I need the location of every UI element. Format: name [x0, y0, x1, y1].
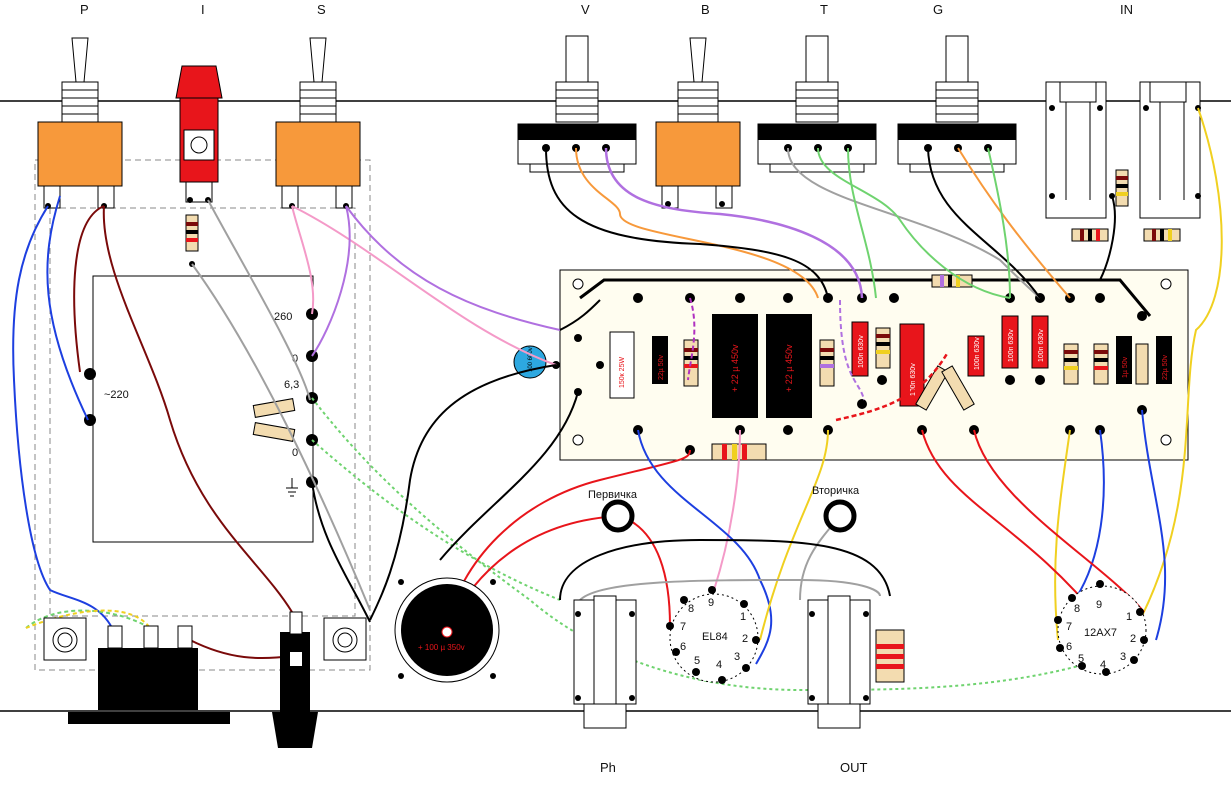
ground-symbol [286, 478, 298, 497]
film-cap-4-label: 100n 630v [1008, 329, 1015, 362]
film-cap-4 [1001, 315, 1019, 369]
label-g: G [933, 2, 943, 17]
el84-pin5: 5 [694, 655, 700, 667]
label-v: V [581, 2, 590, 17]
ax7-pin8: 8 [1074, 603, 1080, 615]
filter-cap-2-label: + 22 µ 450v [784, 344, 794, 392]
ground-lug-right [323, 617, 367, 661]
gain-pot[interactable] [897, 35, 1017, 173]
ground-lug-left [43, 617, 87, 661]
ax7-pin4: 4 [1100, 659, 1106, 671]
film-cap-3 [967, 335, 985, 377]
tap-0a-label: 0 [292, 353, 298, 365]
indicator-lamp [175, 65, 223, 267]
label-t: T [820, 2, 828, 17]
ax7-pin6: 6 [1066, 641, 1072, 653]
mains-label: ~220 [104, 389, 129, 401]
cap-1u-label: 1µ 50v [1122, 356, 1129, 378]
label-b: B [701, 2, 710, 17]
fuse-holder[interactable] [272, 611, 318, 748]
cap-1u [1116, 336, 1132, 384]
film-cap-5-label: 100n 630v [1038, 329, 1045, 362]
resistor-r8 [1135, 343, 1149, 385]
standby-switch[interactable] [275, 37, 361, 209]
film-cap-2-label: 100n 630v [910, 363, 917, 396]
el84-pin3: 3 [734, 651, 740, 663]
tap-260-label: 260 [274, 311, 292, 323]
tone-pot[interactable] [757, 35, 877, 173]
film-cap-5 [1031, 315, 1049, 369]
big-filter-cap [394, 577, 500, 683]
filter-cap-2 [766, 314, 812, 418]
el84-socket [666, 586, 760, 684]
power-transformer-outline [34, 159, 371, 671]
tap-63-label: 6,3 [284, 379, 299, 391]
el84-pin2: 2 [742, 633, 748, 645]
bright-switch[interactable] [655, 37, 741, 209]
ax7-pin5: 5 [1078, 653, 1084, 665]
film-cap-3-label: 100n 630v [974, 337, 981, 370]
cap-22u-a [652, 336, 668, 384]
cap-22u-b-label: 22µ 50v [1162, 354, 1169, 380]
cap-22u-a-label: 22µ 50v [658, 354, 665, 380]
el84-pin1: 1 [740, 611, 746, 623]
label-in: IN [1120, 2, 1133, 17]
filter-cap-1-label: + 22 µ 450v [730, 344, 740, 392]
label-i: I [201, 2, 205, 17]
label-s: S [317, 2, 326, 17]
power-switch[interactable] [37, 37, 123, 209]
secondary-eyelet [823, 499, 857, 533]
ax7-pin9: 9 [1096, 599, 1102, 611]
el84-pin7: 7 [680, 621, 686, 633]
resistor-5w [609, 331, 635, 399]
film-cap-1 [851, 321, 869, 377]
el84-pin8: 8 [688, 603, 694, 615]
mains-socket[interactable] [68, 625, 230, 724]
transformer-core-outline [49, 207, 356, 617]
ground-bus [579, 278, 1152, 317]
ax7-pin2: 2 [1130, 633, 1136, 645]
label-out: OUT [840, 760, 868, 775]
primary-label: Первичка [588, 489, 638, 501]
primary-eyelet [601, 499, 635, 533]
ax7-pin7: 7 [1066, 621, 1072, 633]
ax7-pin3: 3 [1120, 651, 1126, 663]
ceramic-cap-label: 100 600v [528, 347, 534, 372]
resistor-r2 [819, 339, 835, 387]
ax7-pin1: 1 [1126, 611, 1132, 623]
el84-pin4: 4 [716, 659, 722, 671]
big-filter-cap-label: + 100 µ 350v [418, 643, 465, 652]
input-jacks[interactable] [1045, 81, 1201, 242]
film-cap-1-label: 100n 630v [858, 335, 865, 368]
label-p: P [80, 2, 89, 17]
secondary-label: Вторичка [812, 485, 860, 497]
resistor-5w-label: 150к 25W [619, 357, 626, 388]
output-jack[interactable] [807, 595, 871, 729]
label-ph: Ph [600, 760, 616, 775]
ax7-socket [1054, 580, 1148, 676]
el84-label: EL84 [702, 631, 728, 643]
el84-pin9: 9 [708, 597, 714, 609]
filter-cap-1 [712, 314, 758, 418]
cap-22u-b [1156, 336, 1172, 384]
resistor-r4 [915, 365, 949, 411]
phones-jack[interactable] [573, 595, 637, 729]
el84-pin6: 6 [680, 641, 686, 653]
resistor-r5 [941, 365, 975, 411]
tap-0b-label: 0 [292, 447, 298, 459]
ax7-label: 12AX7 [1084, 627, 1117, 639]
